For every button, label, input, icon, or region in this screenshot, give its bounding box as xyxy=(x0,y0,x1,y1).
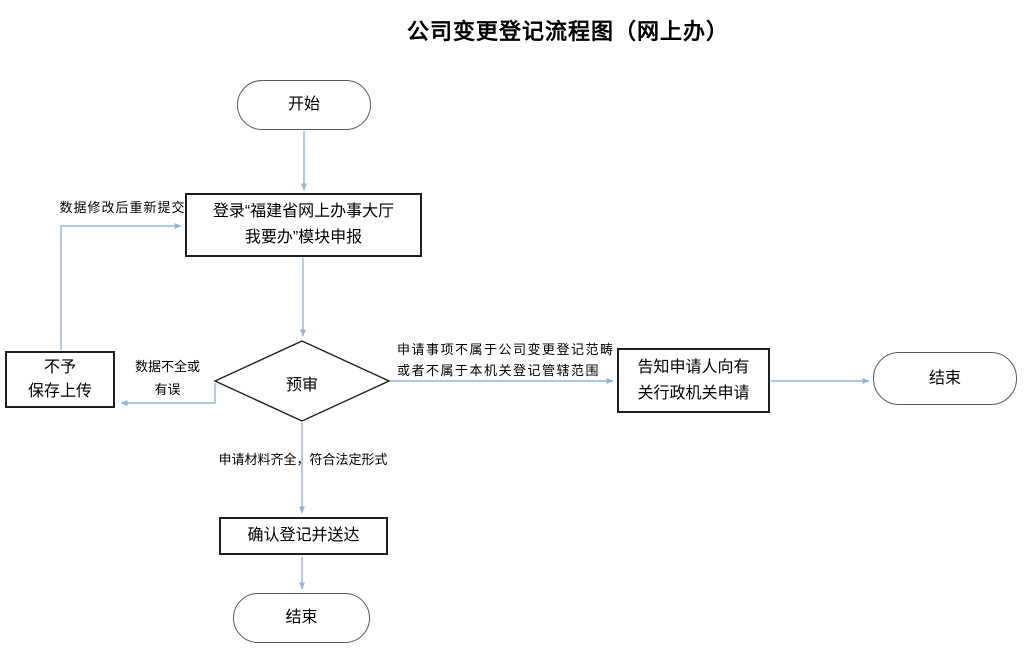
confirm-process-node: 确认登记并送达 xyxy=(219,517,388,555)
login-process-label: 登录“福建省网上办事大厅 我要办”模块申报 xyxy=(212,203,395,246)
end-right-node: 结束 xyxy=(873,352,1017,405)
page-title: 公司变更登记流程图（网上办） xyxy=(406,19,729,44)
review-decision-diamond xyxy=(213,340,391,422)
edge-label-out-of-scope: 申请事项不属于公司变更登记范畴 或者不属于本机关登记管辖范围 xyxy=(397,342,615,378)
end-right-node-label: 结束 xyxy=(928,369,961,387)
start-node: 开始 xyxy=(237,80,371,130)
review-decision-label: 预审 xyxy=(285,377,318,394)
confirm-process-label: 确认登记并送达 xyxy=(247,527,360,544)
reject-process-node: 不予 保存上传 xyxy=(5,351,115,408)
inform-process-node: 告知申请人向有 关行政机关申请 xyxy=(617,348,770,413)
edge-label-complete: 申请材料齐全，符合法定形式 xyxy=(218,452,388,467)
end-bottom-node: 结束 xyxy=(233,593,370,643)
edge-reject-to-login xyxy=(60,223,182,350)
reject-process-label: 不予 保存上传 xyxy=(27,358,92,400)
edge-label-incomplete: 数据不全或 有误 xyxy=(134,359,200,397)
start-node-label: 开始 xyxy=(287,96,320,113)
end-bottom-node-label: 结束 xyxy=(285,609,318,626)
edge-review-to-reject xyxy=(120,383,216,406)
edge-label-resubmit: 数据修改后重新提交 xyxy=(59,200,186,215)
login-process-node: 登录“福建省网上办事大厅 我要办”模块申报 xyxy=(185,193,422,257)
inform-process-label: 告知申请人向有 关行政机关申请 xyxy=(637,358,750,402)
